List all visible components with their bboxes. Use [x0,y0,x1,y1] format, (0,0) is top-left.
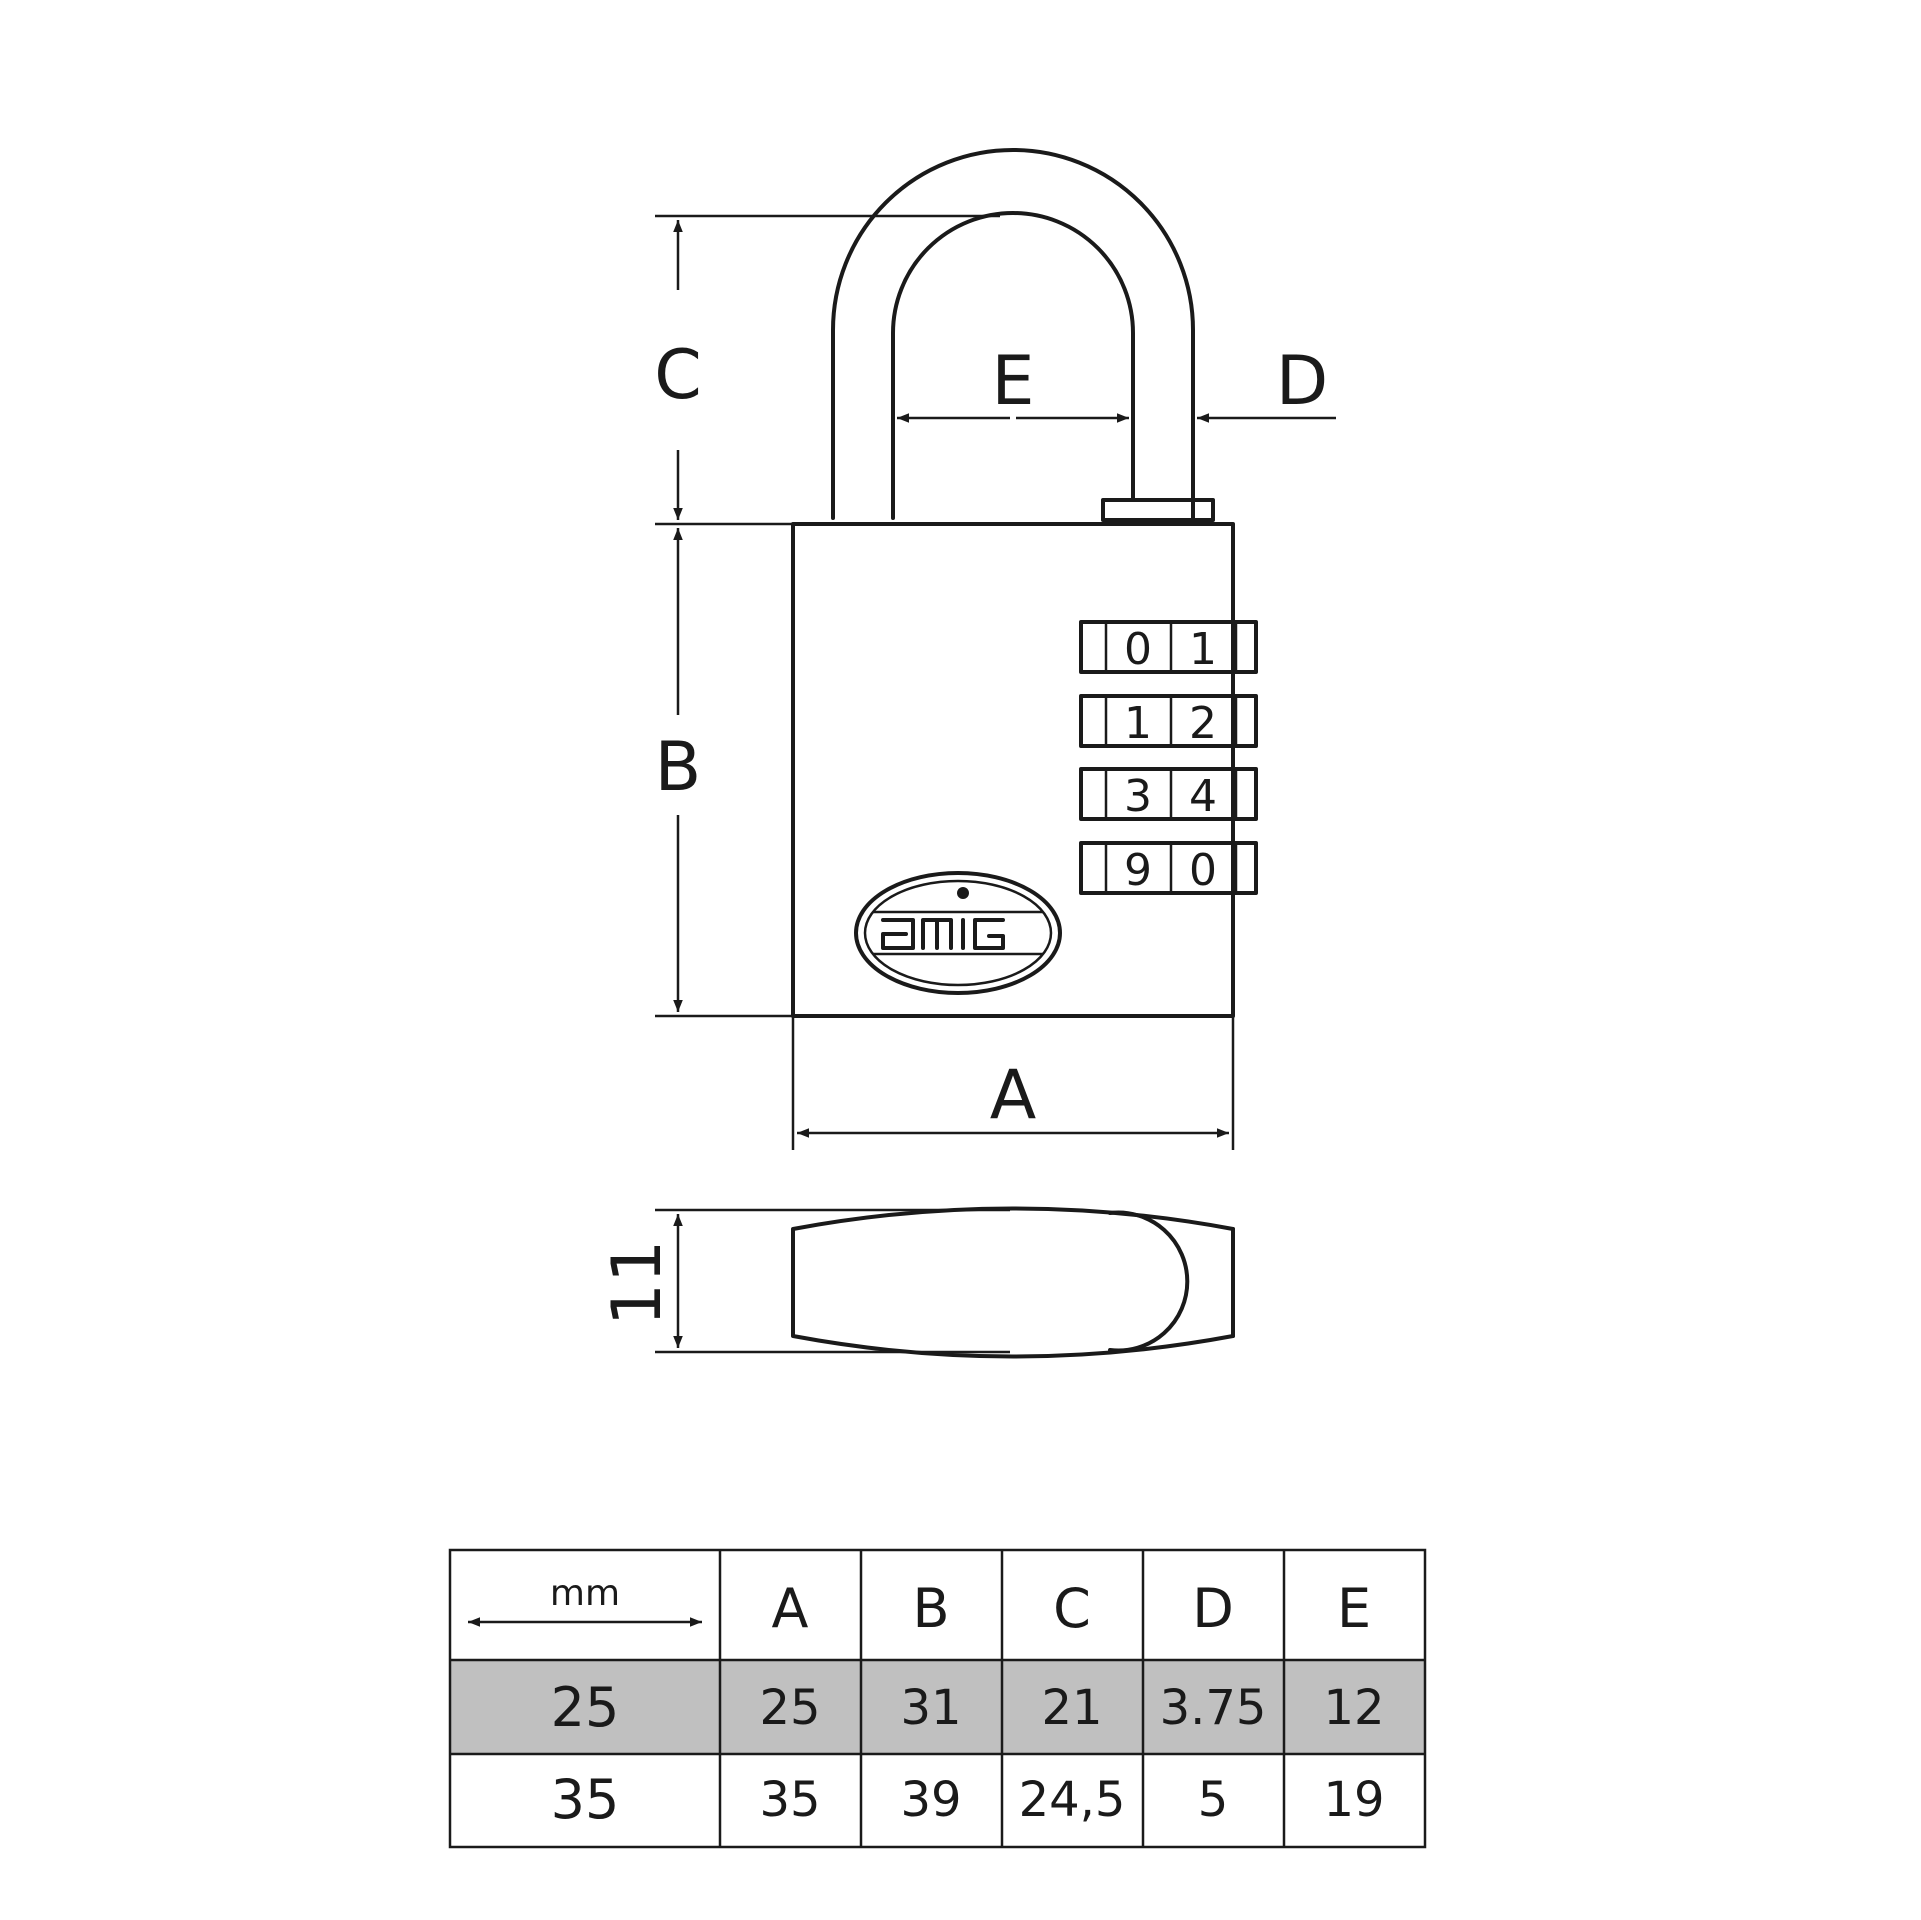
dimension-label-c: C [654,336,701,415]
dial-digit: 4 [1189,771,1217,822]
table-cell: 3.75 [1160,1680,1267,1736]
table-cell: 21 [1041,1680,1102,1736]
table-cell: 19 [1323,1772,1384,1828]
dial-digit: 0 [1189,845,1217,896]
dial-wheel: 0 1 [1079,620,1258,675]
table-row: 25 25 31 21 3.75 12 [551,1676,1385,1739]
combination-dials: 0 1 1 2 3 4 9 0 [1079,620,1258,896]
dial-digit: 1 [1124,698,1152,749]
unit-header: mm [468,1573,702,1627]
table-cell: 35 [759,1772,820,1828]
dimension-a: A [791,1016,1235,1150]
dimension-label-a: A [990,1056,1037,1135]
shackle [831,148,1215,522]
dial-digit: 9 [1124,845,1152,896]
table-cell: 25 [759,1680,820,1736]
table-cell: 39 [900,1772,961,1828]
table-row-highlight [450,1660,1425,1754]
amig-logo [854,871,1062,995]
dial-digit: 3 [1124,771,1152,822]
column-header: D [1192,1577,1234,1640]
dimension-c: C [654,214,1000,520]
column-header: E [1337,1577,1371,1640]
column-header: C [1053,1577,1091,1640]
row-size: 35 [551,1768,620,1831]
dimension-label-depth: 11 [598,1240,677,1327]
row-size: 25 [551,1676,620,1739]
dial-digit: 2 [1189,698,1217,749]
dial-wheel: 1 2 [1079,694,1258,749]
dimension-label-e: E [992,342,1035,421]
dimension-e: E [897,342,1129,423]
dial-wheel: 9 0 [1079,841,1258,896]
unit-label: mm [550,1573,620,1614]
dial-wheel: 3 4 [1079,767,1258,822]
column-header: B [912,1577,949,1640]
dimension-label-b: B [655,728,702,807]
dial-digit: 0 [1124,624,1152,675]
table-cell: 31 [900,1680,961,1736]
dimension-depth: 11 [598,1208,1010,1354]
dimension-d: D [1197,342,1336,423]
dimension-label-d: D [1276,342,1328,421]
column-header: A [772,1577,809,1640]
dial-digit: 1 [1189,624,1217,675]
table-cell: 5 [1198,1772,1229,1828]
side-view [791,1206,1235,1359]
dimensions-table: mm A B C D E 25 25 31 21 3.75 12 35 35 3… [448,1548,1427,1849]
dimension-b: B [655,522,793,1018]
table-cell: 24,5 [1019,1772,1126,1828]
table-row: 35 35 39 24,5 5 19 [551,1768,1385,1831]
table-cell: 12 [1323,1680,1384,1736]
